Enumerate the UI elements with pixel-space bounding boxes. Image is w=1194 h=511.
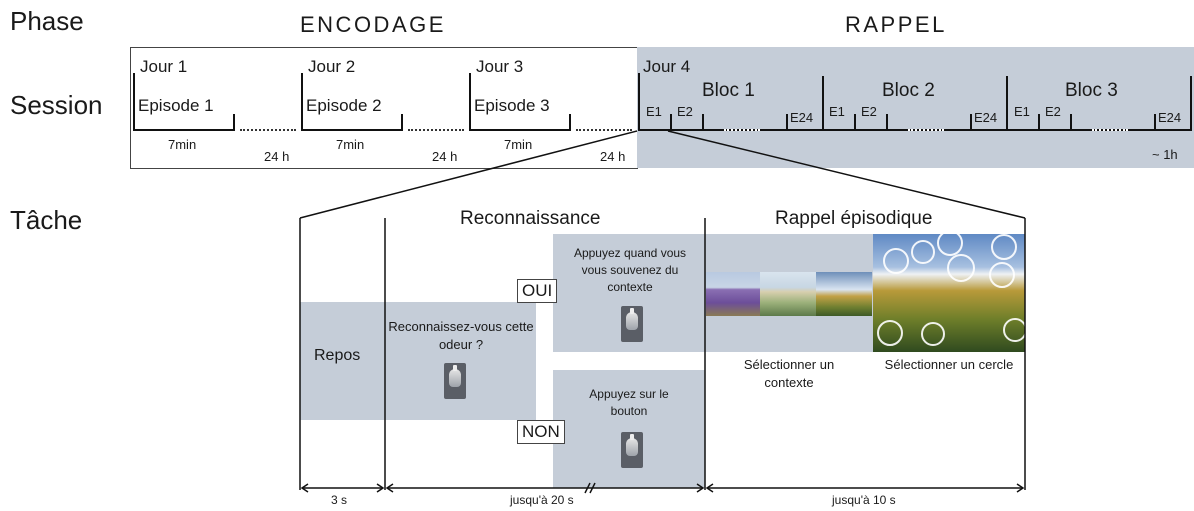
episode-1-label: Episode 1 [138,96,214,115]
no-instruction-text: Appuyez sur le bouton [589,387,669,418]
selection-circle[interactable] [1003,318,1025,342]
rest-panel [300,302,385,420]
block-3-label: Bloc 3 [1065,80,1118,101]
block-2-trial-e1: E1 [829,104,845,119]
recall-session-panel [637,47,1194,168]
yes-instruction-text: Appuyez quand vous vous souvenez du cont… [573,246,687,294]
block-1-trial-e24: E24 [790,110,814,125]
select-circle-instruction: Sélectionner un cercle [884,357,1014,372]
task-row-label: Tâche [10,205,83,235]
selection-circle[interactable] [937,234,963,256]
recall-phase-label: RAPPEL [845,12,947,37]
block-1-trial-e2: E2 [677,104,693,119]
coast-cliff-photo[interactable] [760,272,816,316]
selection-circle[interactable] [947,254,975,282]
push-button-icon [444,363,466,399]
encoding-phase-label: ENCODAGE [300,12,446,37]
recognition-duration-label: jusqu'à 20 s [510,493,574,507]
recall-total-duration: ~ 1h [1152,147,1178,162]
block-3-trial-e1: E1 [1014,104,1030,119]
recognition-question-panel [385,302,536,420]
no-answer-box[interactable]: NON [517,420,565,444]
day-2-label: Jour 2 [308,57,356,76]
selection-circle[interactable] [911,240,935,264]
block-3-trial-e24: E24 [1158,110,1182,125]
selection-circle[interactable] [921,322,945,346]
block-2-label: Bloc 2 [882,80,935,101]
selection-circle[interactable] [991,234,1017,260]
day-1-label: Jour 1 [140,57,188,76]
episode-2-label: Episode 2 [306,96,382,115]
episode-1-duration: 7min [168,137,197,152]
push-button-icon [621,432,643,468]
block-1-label: Bloc 1 [702,80,755,101]
day-3-label: Jour 3 [476,57,524,76]
circle-selection-photo[interactable] [873,234,1025,352]
rest-label: Repos [314,347,361,364]
selection-circle[interactable] [989,262,1015,288]
gap-2-duration: 24 h [432,149,458,164]
recognition-title: Reconnaissance [460,208,601,229]
gap-1-duration: 24 h [264,149,290,164]
block-3-trial-e2: E2 [1045,104,1061,119]
session-row-label: Session [10,90,103,120]
episode-3-label: Episode 3 [474,96,550,115]
phase-row-label: Phase [10,6,84,36]
yes-answer-box[interactable]: OUI [517,279,558,303]
recall-duration-label: jusqu'à 10 s [832,493,896,507]
autumn-valley-photo[interactable] [816,272,872,316]
gap-3-duration: 24 h [600,149,626,164]
block-2-trial-e24: E24 [974,110,998,125]
block-1-trial-e1: E1 [646,104,662,119]
rest-duration-label: 3 s [331,493,348,507]
day-4-label: Jour 4 [643,57,691,76]
episode-3-duration: 7min [504,137,533,152]
block-2-trial-e2: E2 [861,104,877,119]
select-context-instruction: Sélectionner un contexte [743,357,835,390]
lavender-field-photo[interactable] [706,272,760,316]
episode-2-duration: 7min [336,137,365,152]
episodic-recall-title: Rappel épisodique [775,208,933,229]
selection-circle[interactable] [883,248,909,274]
push-button-icon [621,306,643,342]
no-instruction-panel [553,370,705,488]
selection-circle[interactable] [877,320,903,346]
recognition-question: Reconnaissez-vous cette odeur ? [388,319,534,352]
